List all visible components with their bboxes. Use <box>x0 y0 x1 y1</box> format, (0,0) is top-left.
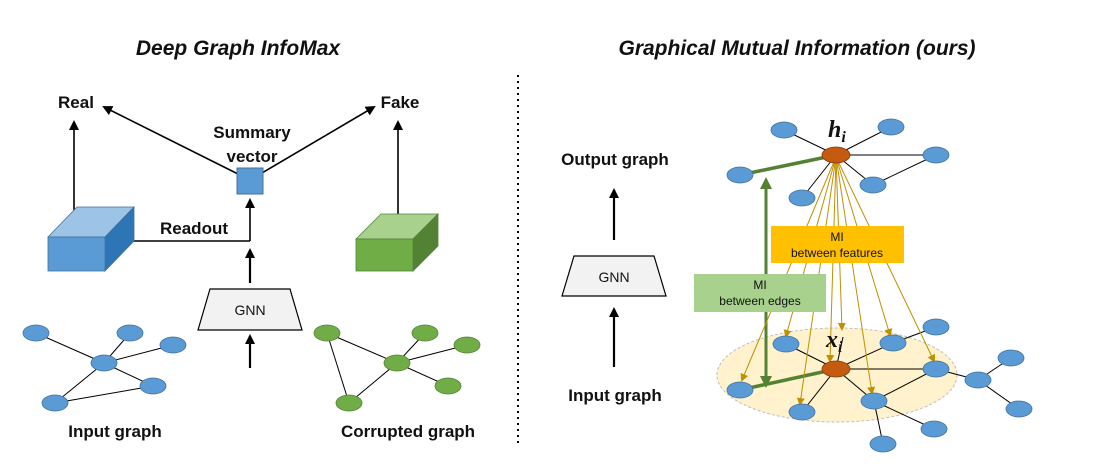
summary-vector-square <box>236 167 264 195</box>
mi-features-box <box>771 226 904 263</box>
fake-embedding-bar <box>355 213 439 272</box>
input-graph-nodes <box>22 324 187 412</box>
center-node-x <box>821 360 851 378</box>
summary-to-real-arrow <box>102 106 251 181</box>
summary-label: Summary <box>213 123 291 142</box>
h-i-label: hi <box>828 117 846 146</box>
real-label: Real <box>58 93 94 112</box>
vector-label: vector <box>226 147 277 166</box>
mi-features-text: between features <box>791 246 883 260</box>
mi-edges-text: between edges <box>719 294 800 308</box>
mi-features-title: MI <box>830 230 843 244</box>
real-embedding-bar <box>47 206 135 272</box>
fake-label: Fake <box>381 93 420 112</box>
x-i-label: xi <box>825 327 843 356</box>
highlighted-input-edge <box>739 367 837 392</box>
mi-edges-title: MI <box>753 278 766 292</box>
left-title: Deep Graph InfoMax <box>136 37 342 60</box>
mi-edges-box <box>694 274 826 312</box>
readout-label: Readout <box>160 219 228 238</box>
gnn-label-right: GNN <box>598 269 629 285</box>
gnn-block-left <box>197 288 303 331</box>
output-graph-label: Output graph <box>561 150 669 169</box>
input-graph-label-right: Input graph <box>568 386 661 405</box>
highlighted-output-edge <box>739 153 837 177</box>
gnn-label-left: GNN <box>234 302 265 318</box>
right-title: Graphical Mutual Information (ours) <box>618 37 975 60</box>
gnn-block-right <box>561 255 667 297</box>
center-node-h <box>821 146 851 164</box>
output-graph-nodes <box>726 118 950 207</box>
input-graph-label-left: Input graph <box>68 422 161 441</box>
corrupted-graph-label: Corrupted graph <box>341 422 475 441</box>
input-graph-nodes-right <box>726 318 1033 453</box>
summary-to-fake-arrow <box>249 105 376 181</box>
corrupted-graph-nodes <box>313 324 481 412</box>
